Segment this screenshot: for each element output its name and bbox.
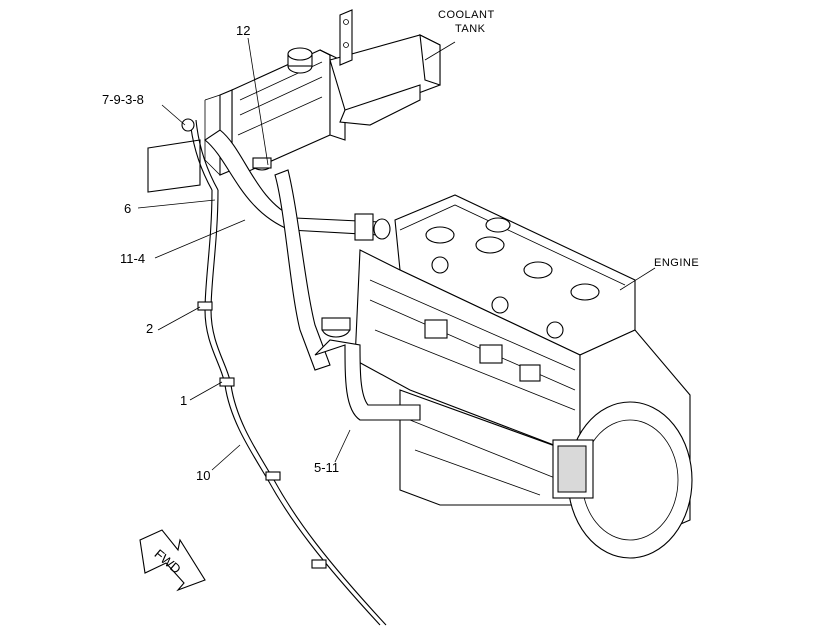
overflow-drain-line — [181, 118, 387, 626]
callout-1: 1 — [180, 393, 187, 408]
leader-lines — [137, 37, 656, 471]
upper-radiator-hose — [204, 129, 391, 241]
callout-2: 2 — [146, 321, 153, 336]
coolant-tank-label-line2: TANK — [455, 23, 486, 35]
callout-5-11: 5-11 — [314, 460, 339, 475]
engine-label: ENGINE — [654, 257, 699, 269]
callout-12: 12 — [236, 23, 250, 38]
callout-7-9-3-8: 7-9-3-8 — [102, 92, 144, 107]
tank-mounting-bracket — [147, 9, 441, 193]
coolant-tank-label-line1: COOLANT — [438, 9, 495, 21]
lower-coolant-tube — [274, 169, 421, 421]
callout-6: 6 — [124, 201, 131, 216]
engine-block — [354, 194, 693, 559]
callout-10: 10 — [196, 468, 210, 483]
callout-11-4: 11-4 — [120, 251, 145, 266]
forward-arrow: FWD — [139, 529, 206, 592]
